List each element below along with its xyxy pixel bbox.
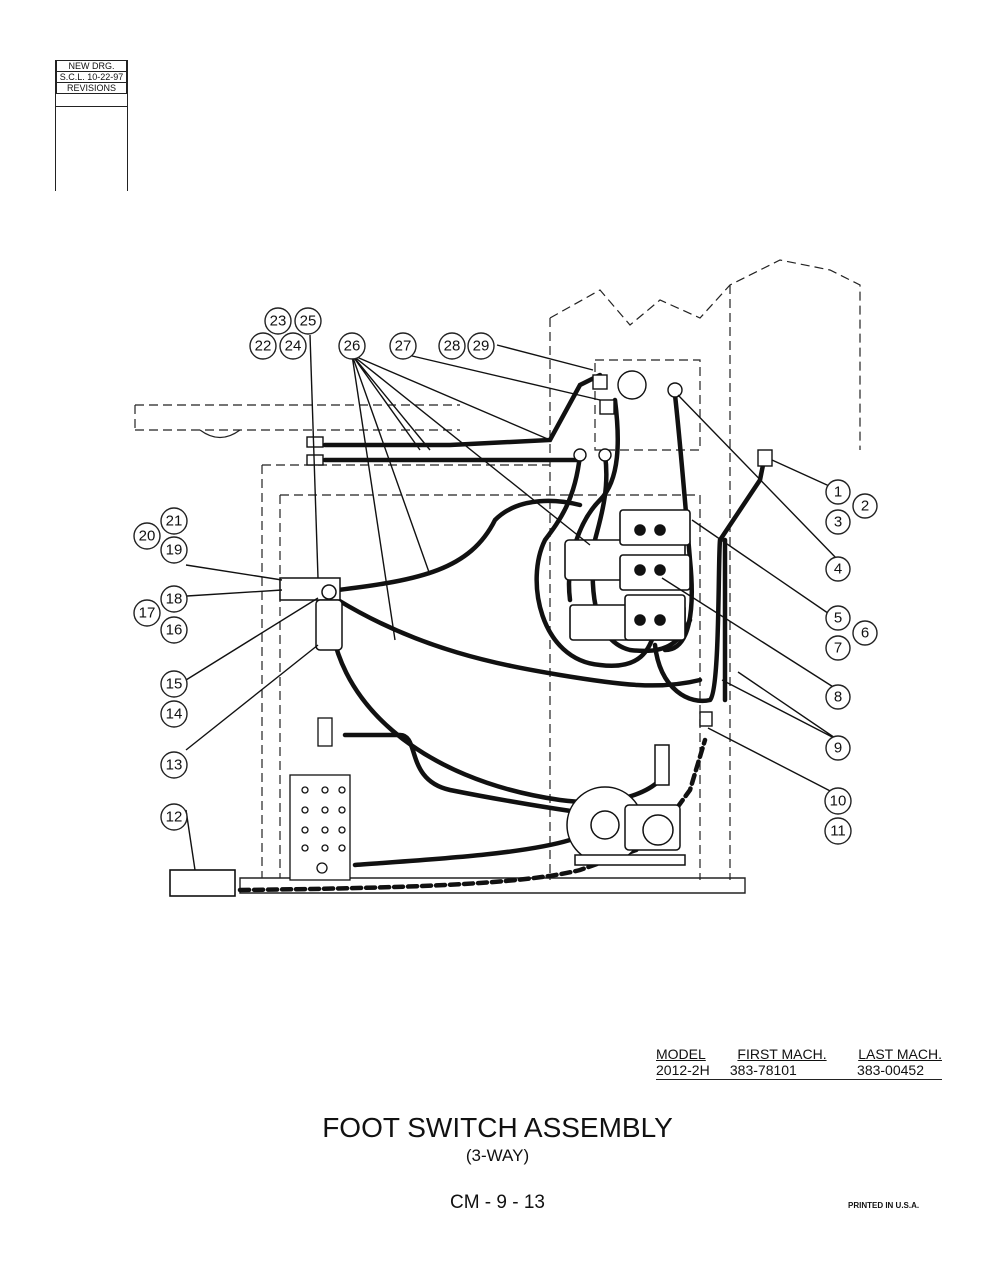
svg-text:12: 12 [166,809,183,826]
svg-text:27: 27 [395,338,412,355]
callout-18: 18 [160,585,188,613]
model-table-underline [656,1079,942,1081]
svg-text:8: 8 [834,689,842,706]
model-value: 2012-2H [656,1062,710,1078]
callout-9: 9 [825,735,851,761]
svg-text:26: 26 [344,338,361,355]
callout-14: 14 [160,700,188,728]
model-table-row: 2012-2H 383-78101 383-00452 [656,1062,942,1078]
callout-29: 29 [467,332,495,360]
revision-block: NEW DRG. S.C.L. 10-22-97 REVISIONS [55,60,128,191]
callout-5: 5 [825,605,851,631]
callout-11: 11 [824,817,852,845]
svg-text:6: 6 [861,625,869,642]
page-number: CM - 9 - 13 [449,1192,546,1213]
svg-text:21: 21 [166,513,183,530]
callout-12: 12 [160,803,188,831]
callout-28: 28 [438,332,466,360]
svg-text:13: 13 [166,757,183,774]
leader-lines [185,334,839,871]
callout-3: 3 [825,509,851,535]
svg-text:17: 17 [139,605,156,622]
svg-text:24: 24 [285,338,302,355]
callout-19: 19 [160,536,188,564]
first-mach-value: 383-78101 [729,1062,797,1078]
callout-6: 6 [852,620,878,646]
printed-note: PRINTED IN U.S.A. [848,1201,920,1210]
svg-text:11: 11 [830,823,846,840]
svg-text:2: 2 [861,498,869,515]
last-mach-header: LAST MACH. [858,1046,942,1062]
foot-switch [169,869,236,897]
callout-13: 13 [160,751,188,779]
callout-1: 1 [825,479,851,505]
callout-16: 16 [160,616,188,644]
svg-text:4: 4 [834,561,842,578]
revision-author-date: S.C.L. 10-22-97 [56,72,127,83]
revision-new-drawing: NEW DRG. [56,60,127,72]
svg-text:9: 9 [834,740,842,757]
model-table: MODEL FIRST MACH. LAST MACH. 2012-2H 383… [656,1046,942,1081]
model-table-header: MODEL FIRST MACH. LAST MACH. [656,1046,942,1062]
callout-10: 10 [824,787,852,815]
fittings [306,370,773,727]
callout-8: 8 [825,684,851,710]
callout-7: 7 [825,635,851,661]
callout-25: 25 [294,307,322,335]
svg-text:14: 14 [166,706,183,723]
svg-text:25: 25 [300,313,317,330]
svg-text:29: 29 [473,338,490,355]
svg-text:15: 15 [166,676,183,693]
svg-text:20: 20 [139,528,156,545]
svg-text:28: 28 [444,338,461,355]
svg-text:22: 22 [255,338,272,355]
callout-27: 27 [389,332,417,360]
callout-22: 22 [249,332,277,360]
callout-2: 2 [852,493,878,519]
pump-motor [566,744,686,866]
page-title: FOOT SWITCH ASSEMBLY [322,1112,673,1143]
svg-text:16: 16 [166,622,183,639]
revision-label: REVISIONS [56,83,127,94]
svg-text:18: 18 [166,591,183,608]
electrical-box [289,717,351,881]
callout-26: 26 [338,332,366,360]
svg-text:1: 1 [834,484,842,501]
svg-text:23: 23 [270,313,287,330]
callout-4: 4 [825,556,851,582]
svg-text:10: 10 [830,793,847,810]
page-subtitle: (3-WAY) [465,1146,530,1165]
svg-text:5: 5 [834,610,842,627]
machine-frame [134,259,861,880]
svg-text:19: 19 [166,542,183,559]
first-mach-header: FIRST MACH. [737,1046,827,1062]
callout-21: 21 [160,507,188,535]
revision-empty-row [56,94,127,107]
svg-text:7: 7 [834,640,842,657]
valve-manifold [564,509,691,641]
callout-24: 24 [279,332,307,360]
svg-text:3: 3 [834,514,842,531]
model-header: MODEL [656,1046,706,1062]
filter-assembly [279,577,343,651]
last-mach-value: 383-00452 [857,1062,924,1078]
callout-20: 20 [133,522,161,550]
foot-switch-cable [237,737,708,893]
callout-17: 17 [133,599,161,627]
callout-23: 23 [264,307,292,335]
callout-15: 15 [160,670,188,698]
